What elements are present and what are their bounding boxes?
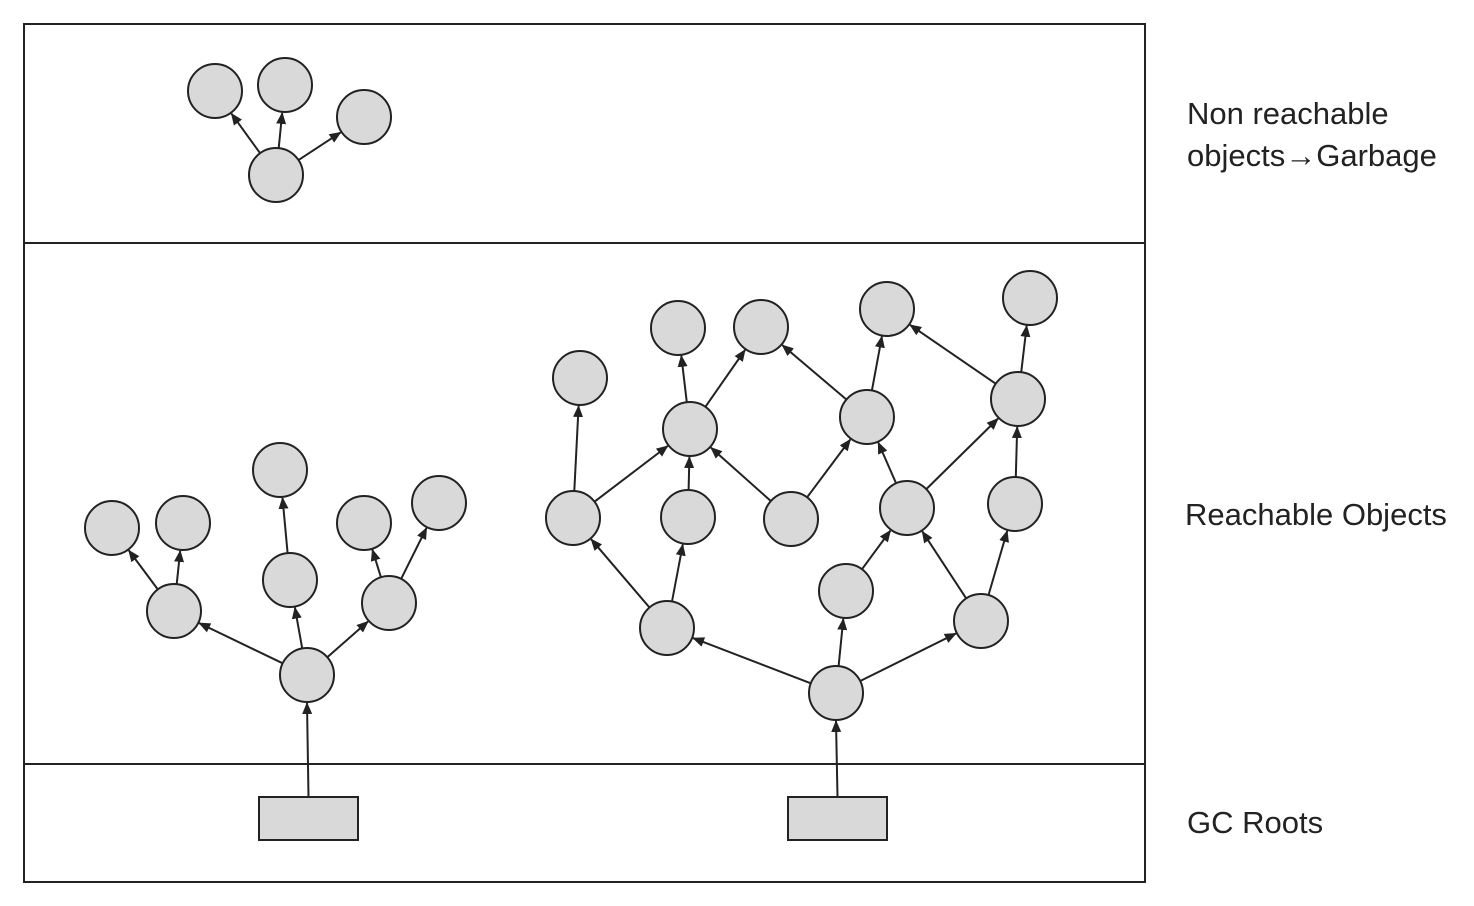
object-node-M <box>552 350 608 406</box>
object-node-K <box>990 371 1046 427</box>
right-arrow-icon: → <box>1285 138 1317 173</box>
gc-root-root1 <box>258 796 359 841</box>
reference-arrow-R0-B <box>837 617 848 667</box>
reference-arrow-K-P <box>909 324 997 385</box>
object-node-L5 <box>155 495 211 551</box>
reference-arrow-F-J <box>806 438 852 498</box>
gc-roots-label: GC Roots <box>1187 805 1324 840</box>
object-node-g0 <box>248 147 304 203</box>
object-node-D <box>545 490 601 546</box>
reference-arrow-R0-A <box>692 637 812 685</box>
reference-arrow-F-I <box>710 446 772 502</box>
reference-arrow-B-G <box>861 529 892 570</box>
reference-edges <box>127 111 1031 798</box>
object-node-g2 <box>257 57 313 113</box>
object-node-B <box>818 563 874 619</box>
reference-arrow-A-D <box>590 538 651 609</box>
object-node-P <box>859 281 915 337</box>
reference-arrow-L0-L1 <box>198 622 284 665</box>
reference-arrow-A-E <box>671 543 686 602</box>
object-node-A <box>639 600 695 656</box>
object-node-L1 <box>146 583 202 639</box>
object-node-G <box>879 480 935 536</box>
object-node-E <box>660 489 716 545</box>
object-node-F <box>763 491 819 547</box>
non-reachable-zone-label: Non reachable objects→Garbage <box>1187 93 1437 177</box>
reference-arrow-g0-g1 <box>230 112 261 154</box>
reference-arrow-C-H <box>987 529 1009 596</box>
object-node-J <box>839 389 895 445</box>
reference-arrow-G-J <box>877 441 898 484</box>
object-node-L8 <box>411 475 467 531</box>
reference-arrow-H-K <box>1011 426 1022 478</box>
reference-arrow-J-P <box>870 335 885 391</box>
object-node-L0 <box>279 647 335 703</box>
reference-arrow-J-O <box>781 344 848 401</box>
non-reachable-label-line2: objects→Garbage <box>1187 135 1437 177</box>
root-arrow-root1-L0 <box>302 702 313 798</box>
outer-frame <box>23 23 1146 883</box>
reference-arrow-g0-g3 <box>297 131 342 161</box>
object-node-Q <box>1002 270 1058 326</box>
object-node-I <box>662 401 718 457</box>
reference-arrow-C-G <box>921 530 968 599</box>
gc-root-root2 <box>787 796 888 841</box>
reference-arrow-L0-L3 <box>326 620 369 658</box>
object-node-O <box>733 299 789 355</box>
object-node-R0 <box>808 665 864 721</box>
object-node-g3 <box>336 89 392 145</box>
object-node-g1 <box>187 63 243 119</box>
non-reachable-label-line1: Non reachable <box>1187 96 1389 131</box>
reference-arrow-E-I <box>684 456 695 491</box>
reference-arrow-g0-g2 <box>276 111 287 149</box>
object-node-N <box>650 300 706 356</box>
objects-text: objects <box>1187 138 1286 173</box>
reference-arrow-R0-C <box>859 632 957 682</box>
object-node-L7 <box>336 495 392 551</box>
reachable-objects-label: Reachable Objects <box>1185 497 1447 532</box>
reference-arrow-L0-L2 <box>291 606 304 649</box>
reference-arrow-I-N <box>677 354 688 403</box>
object-node-H <box>987 476 1043 532</box>
object-nodes <box>84 57 1058 841</box>
reference-arrow-L1-L4 <box>127 549 159 590</box>
object-node-L6 <box>252 442 308 498</box>
object-node-L2 <box>262 552 318 608</box>
reference-arrow-D-I <box>593 445 669 503</box>
root-arrow-root2-R0 <box>831 720 842 798</box>
reference-arrow-L1-L5 <box>174 549 185 585</box>
garbage-text: Garbage <box>1316 138 1437 173</box>
zone-frames <box>23 23 1146 883</box>
reference-arrow-L3-L8 <box>400 527 428 580</box>
object-node-L3 <box>361 575 417 631</box>
reference-arrow-G-K <box>925 417 999 490</box>
object-node-L4 <box>84 500 140 556</box>
reference-arrow-L3-L7 <box>370 548 382 578</box>
reference-arrow-K-Q <box>1020 324 1031 373</box>
object-node-C <box>953 593 1009 649</box>
reference-arrow-L2-L6 <box>278 496 289 554</box>
reference-arrow-D-M <box>573 405 584 492</box>
reference-arrow-I-O <box>704 349 746 408</box>
